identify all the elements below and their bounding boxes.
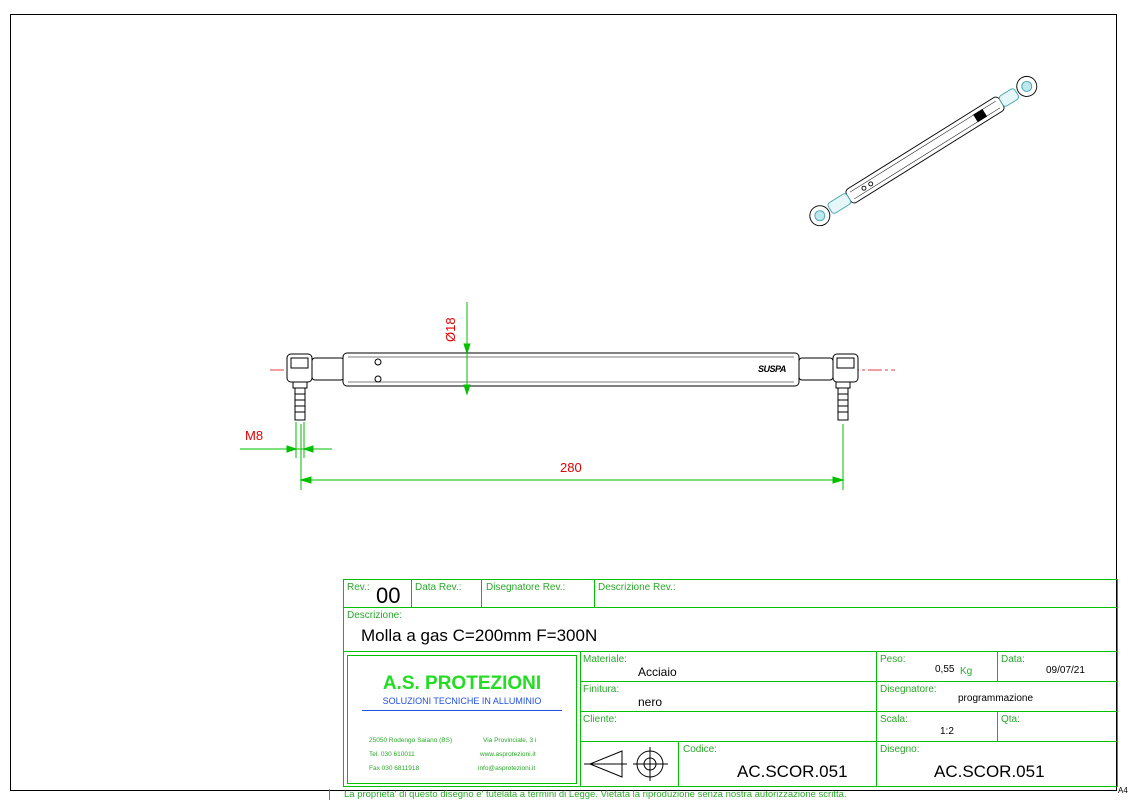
company-underline: [362, 710, 562, 711]
company-name: A.S. PROTEZIONI: [382, 673, 542, 694]
company-web: www.asprotezioni.it: [480, 751, 536, 758]
company-address-street: Via Provinciale, 3 i: [483, 737, 537, 744]
cliente-label: Cliente:: [583, 714, 617, 725]
thread-dimension: [240, 422, 332, 458]
gas-spring-tube: [342, 352, 800, 387]
left-end-fitting: [286, 353, 345, 421]
copyright-footer: La proprieta' di questo disegno e' tutel…: [344, 789, 847, 800]
company-tagline: SOLUZIONI TECNICHE IN ALLUMINIO: [382, 696, 542, 706]
disegno-label: Disegno:: [880, 744, 920, 755]
right-end-fitting: [798, 353, 859, 421]
data-rev-label: Data Rev.:: [415, 582, 462, 593]
footer-tick: [329, 789, 330, 800]
rev-value: 00: [376, 583, 401, 608]
materiale-value: Acciaio: [638, 665, 677, 679]
scala-label: Scala:: [880, 714, 908, 725]
data-label: Data:: [1001, 654, 1025, 665]
length-dimension: [299, 424, 845, 490]
projection-symbol: [584, 747, 668, 781]
company-tel: Tel. 030 610011: [369, 751, 415, 758]
descrizione-rev-label: Descrizione Rev.:: [598, 582, 676, 593]
peso-unit: Kg: [960, 666, 973, 677]
peso-label: Peso:: [880, 654, 906, 665]
thread-label: M8: [245, 428, 264, 443]
codice-value: AC.SCOR.051: [737, 762, 848, 781]
data-value: 09/07/21: [1046, 665, 1085, 676]
company-email: info@asprotezioni.it: [478, 765, 536, 772]
qta-label: Qta:: [1001, 714, 1020, 725]
diameter-dimension: [463, 302, 471, 396]
descrizione-value: Molla a gas C=200mm F=300N: [361, 626, 598, 645]
finitura-value: nero: [638, 695, 663, 709]
disegno-value: AC.SCOR.051: [934, 762, 1045, 781]
length-label: 280: [560, 460, 582, 475]
disegnatore-label: Disegnatore:: [880, 684, 937, 695]
disegnatore-rev-label: Disegnatore Rev.:: [486, 582, 566, 593]
company-fax: Fax 030 6811918: [369, 765, 420, 772]
peso-value: 0,55: [935, 664, 955, 675]
descrizione-label: Descrizione:: [347, 610, 403, 621]
sheet-size: A4: [1118, 786, 1128, 795]
disegnatore-value: programmazione: [958, 693, 1034, 704]
codice-label: Codice:: [683, 744, 717, 755]
brand-mark: SUSPA: [758, 364, 786, 374]
materiale-label: Materiale:: [583, 654, 627, 665]
rev-label: Rev.:: [347, 582, 370, 593]
finitura-label: Finitura:: [583, 684, 620, 695]
company-address-city: 25050 Rodengo Saiano (BS): [369, 737, 453, 744]
scala-value: 1:2: [940, 726, 954, 737]
